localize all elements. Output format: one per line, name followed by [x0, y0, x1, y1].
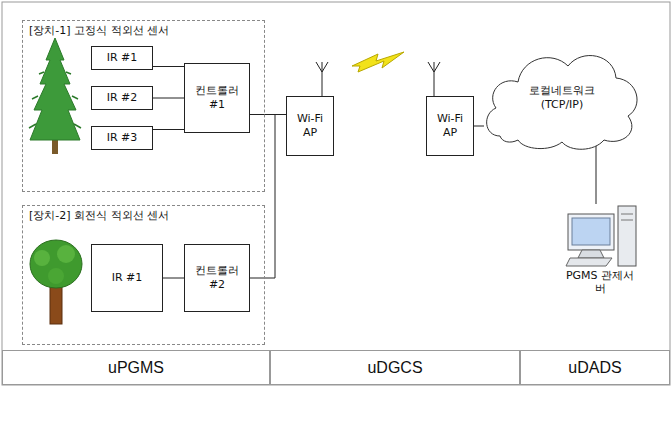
- layer-name: uPGMS: [108, 358, 164, 378]
- node-label: IR #1: [107, 51, 138, 65]
- antenna: [316, 62, 440, 96]
- process-box: 컨트롤러 #2: [184, 244, 250, 312]
- process-box: IR #2: [91, 86, 153, 110]
- conifer-tree: [29, 38, 81, 154]
- node-label: 로컬네트워크 (TCP/IP): [514, 84, 610, 112]
- device-group: [장치-2] 회전식 적외선 센서 IR #1 컨트롤러 #2: [22, 205, 265, 345]
- process-box: IR #1: [91, 46, 153, 70]
- node-label: 컨트롤러 #2: [188, 264, 246, 292]
- node-label: Wi-Fi AP: [290, 112, 330, 140]
- group-heading: [장치-2] 회전식 적외선 센서: [29, 209, 169, 223]
- process-box: 컨트롤러 #1: [184, 63, 250, 133]
- computer-icon: [566, 206, 636, 266]
- layer-name: uDGCS: [367, 358, 422, 378]
- node-label: IR #3: [107, 131, 138, 145]
- outer-frame: [2, 2, 670, 385]
- node-label: 컨트롤러 #1: [188, 84, 246, 112]
- layer-name: uDADS: [568, 358, 621, 378]
- process-box: Wi-Fi AP: [286, 96, 334, 156]
- layer-band: uDGCS: [270, 350, 520, 385]
- connector-line: [153, 66, 184, 67]
- connector-line: [250, 115, 286, 279]
- connector-line: [153, 98, 184, 99]
- process-box: IR #3: [91, 126, 153, 150]
- group-heading: [장치-1] 고정식 적외선 센서: [29, 24, 169, 38]
- network-cloud: 로컬네트워크 (TCP/IP): [478, 40, 646, 156]
- connector-line: [474, 126, 484, 127]
- layer-band: uDADS: [520, 350, 670, 385]
- process-box: Wi-Fi AP: [426, 96, 474, 156]
- connector-line: [153, 129, 184, 130]
- process-box: IR #1: [91, 244, 163, 312]
- node-label: Wi-Fi AP: [430, 112, 470, 140]
- node-label: IR #2: [107, 91, 138, 105]
- server-node: PGMS 관제서버: [548, 198, 652, 298]
- broadleaf-tree: [30, 240, 82, 324]
- layer-band: uPGMS: [2, 350, 270, 385]
- wireless-bolt: [352, 52, 404, 72]
- connector-line: [163, 278, 184, 279]
- node-label: IR #1: [112, 271, 143, 285]
- device-group: [장치-1] 고정식 적외선 센서 IR #1 IR #2 IR #3 컨트롤러 #1: [22, 20, 265, 192]
- connector-line: [596, 144, 597, 204]
- node-label: PGMS 관제서버: [565, 269, 635, 299]
